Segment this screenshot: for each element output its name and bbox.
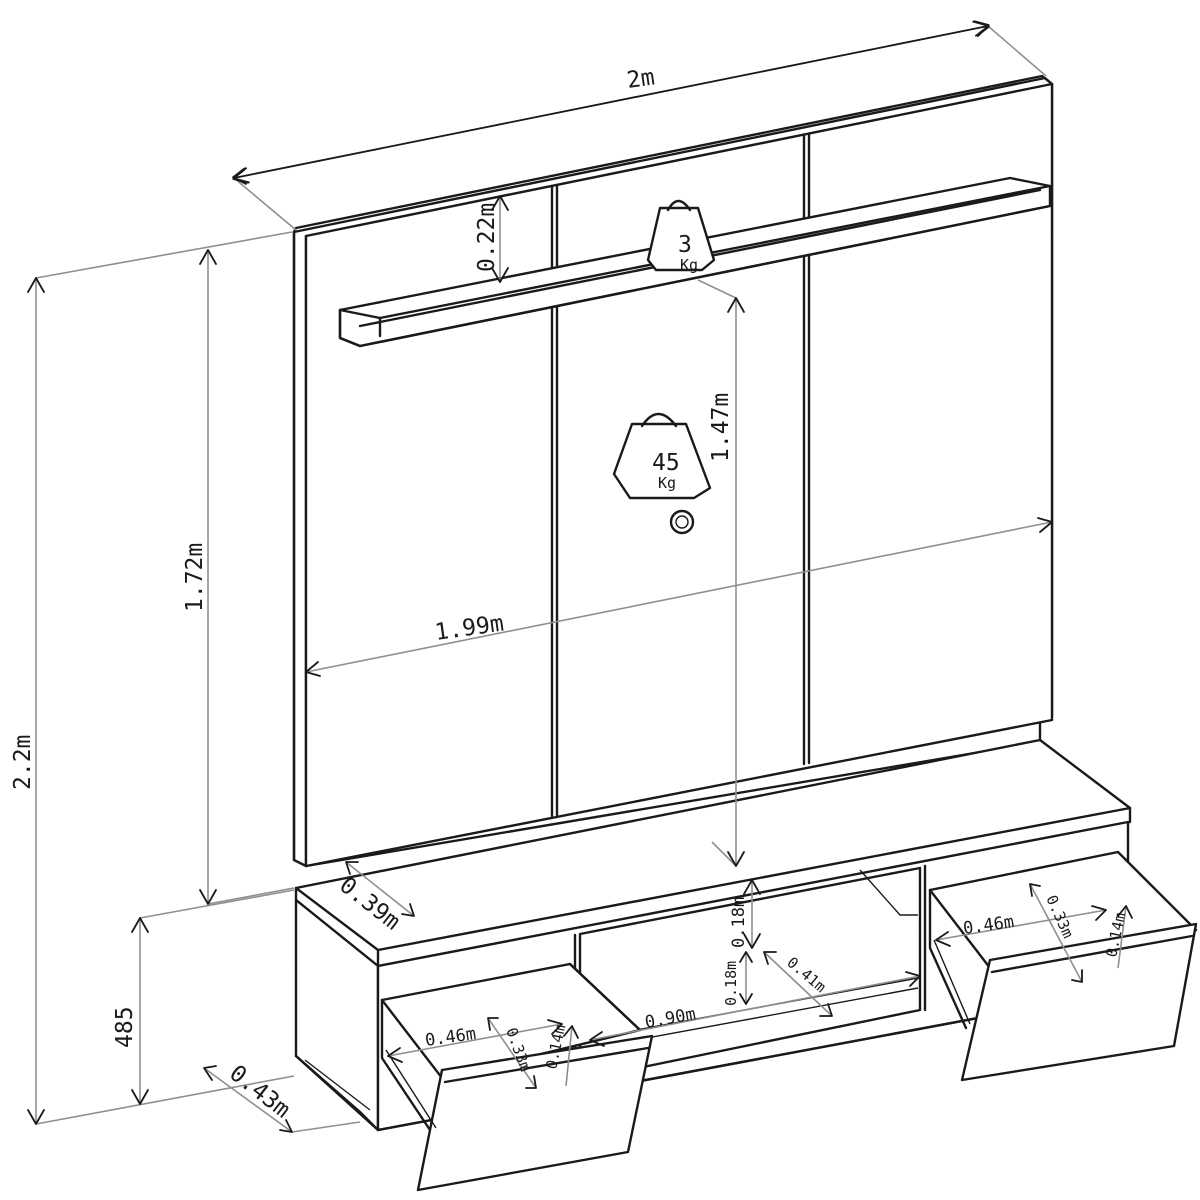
weight-45kg-icon: 45 Kg (612, 412, 712, 500)
panel-height-label: 1.72m (182, 543, 208, 612)
weight-3kg-icon: 3 Kg (646, 199, 716, 274)
tv-mount-height-label: 1.47m (708, 393, 734, 462)
niche-height-label: 0.18m (729, 897, 749, 948)
base-depth-label: 0.43m (224, 1060, 295, 1123)
dimension-arrows (27, 22, 1133, 1133)
shelf-height-label: 0.22m (474, 203, 500, 272)
panel-load-value: 45 (652, 450, 680, 476)
total-height-label: 2.2m (10, 735, 36, 790)
niche-inner-height-label: 0.18m (722, 961, 740, 1006)
total-width-label: 2m (625, 64, 656, 94)
right-drawer (928, 850, 1198, 1082)
shelf-load-value: 3 (678, 232, 692, 258)
panel-load-unit: Kg (658, 474, 676, 492)
shelf-load-unit: Kg (680, 256, 698, 274)
base-height-label: 485 (112, 1006, 138, 1048)
cable-hole (669, 509, 695, 535)
left-drawer (380, 962, 654, 1192)
